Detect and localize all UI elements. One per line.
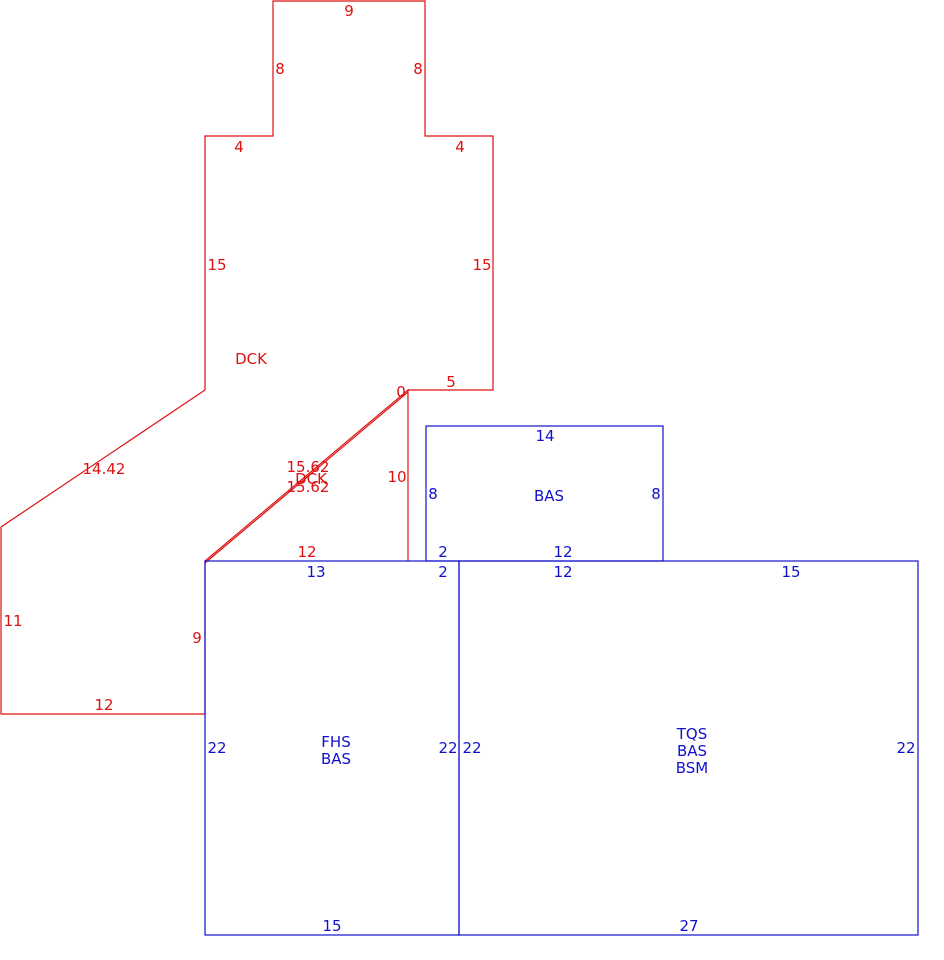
dck-bottom-dim: 12 [297,543,316,561]
fhs-name-1: FHS [321,733,350,751]
dck-left-step-dim: 4 [234,138,244,156]
dck-top-dim: 9 [344,2,354,20]
dck-right-upper-dim: 8 [413,60,423,78]
bas-right-dim: 8 [651,485,661,503]
dck-diagonal-b [204,391,409,564]
bas-left-dim: 8 [428,485,438,503]
tqs-top-a-dim: 12 [553,563,572,581]
dck-right-bottom-dim: 5 [446,373,456,391]
dck-left-side-dim: 15 [207,256,226,274]
dck-inner-dim: 9 [192,629,202,647]
dck-right-side-dim: 15 [472,256,491,274]
dck-left-dim: 11 [3,612,22,630]
dck-diagonal-left-dim: 14.42 [83,460,126,478]
dck-base-dim: 12 [94,696,113,714]
dck-upper-name: DCK [235,350,268,368]
fhs-bottom-dim: 15 [322,917,341,935]
dck-diagonal-a-dim: 15.62 [287,458,330,476]
dck-lower-name: DCK [295,470,328,488]
bas-bottom-b-dim: 12 [553,543,572,561]
dck-right-step-dim: 4 [455,138,465,156]
tqs-bottom-dim: 27 [679,917,698,935]
dck-upper-outline [204,0,494,391]
fhs-right-dim: 22 [438,739,457,757]
dck-vertical-dim: 10 [387,468,406,486]
dck-diagonal-b-dim: 15.62 [287,478,330,496]
fhs-left-dim: 22 [207,739,226,757]
tqs-name-1: TQS [676,725,708,743]
tqs-name-3: BSM [676,759,709,777]
bas-bottom-a-dim: 2 [438,543,448,561]
bas-top-dim: 14 [535,427,554,445]
tqs-name-2: BAS [677,742,707,760]
dck-left-upper-dim: 8 [275,60,285,78]
fhs-name-2: BAS [321,750,351,768]
tqs-right-dim: 22 [896,739,915,757]
dck-corner-dim: 0 [396,383,406,401]
fhs-top-dim: 13 [306,563,325,581]
bas-name: BAS [534,487,564,505]
tqs-left-dim: 22 [462,739,481,757]
tqs-top-b-dim: 15 [781,563,800,581]
tqs-outline [458,560,919,936]
fhs-top-right-dim: 2 [438,563,448,581]
